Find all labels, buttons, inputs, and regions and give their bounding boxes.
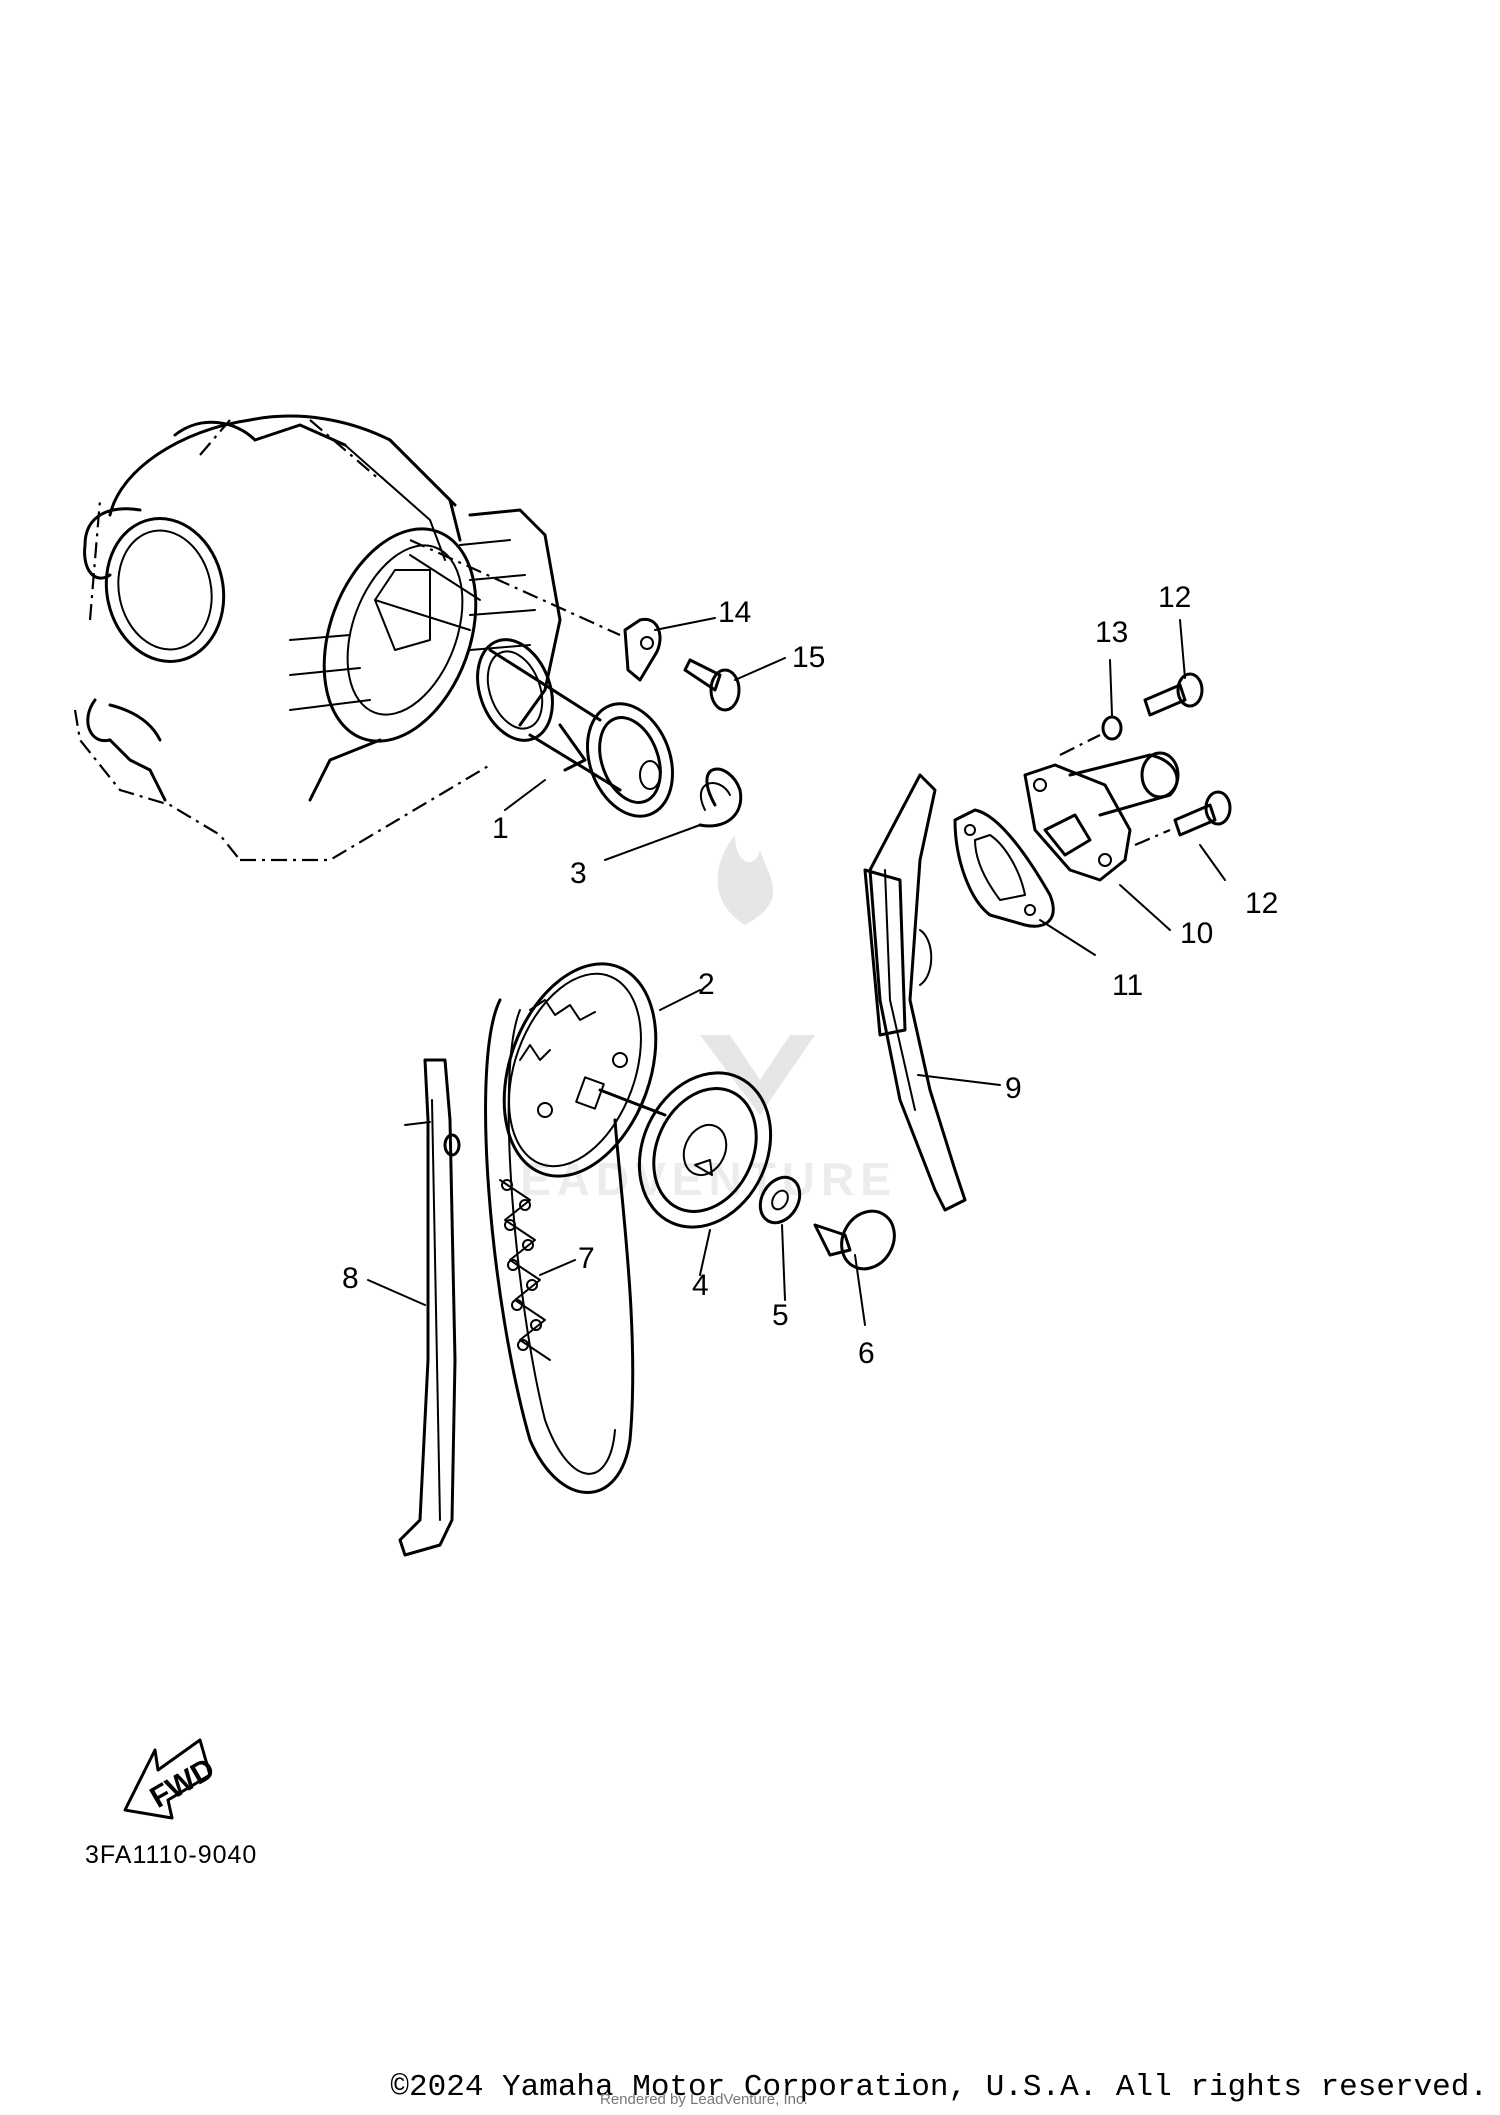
part-label-14: 14 (718, 596, 751, 629)
part-label-4: 4 (692, 1269, 709, 1302)
rendered-by-notice: Rendered by LeadVenture, Inc. (600, 2091, 808, 2108)
part-label-13: 13 (1095, 616, 1128, 649)
washer-and-bolt-drawing (758, 1175, 896, 1271)
copyright-notice: ©2024 Yamaha Motor Corporation, U.S.A. A… (390, 2070, 1488, 2105)
drawing-code: 3FA1110-9040 (85, 1841, 257, 1869)
part-label-8: 8 (342, 1262, 359, 1295)
part-label-7: 7 (578, 1242, 595, 1275)
part-label-2: 2 (698, 968, 715, 1001)
chain-guide-left-drawing (398, 1058, 461, 1557)
part-label-5: 5 (772, 1299, 789, 1332)
part-label-10: 10 (1180, 917, 1213, 950)
watermark-logo: EADVENTURE (520, 835, 891, 1205)
part-label-11: 11 (1112, 969, 1143, 1002)
part-label-15: 15 (792, 641, 825, 674)
part-label-6: 6 (858, 1337, 875, 1370)
leader-lines (367, 617, 1226, 1326)
cam-sprocket-drawing (502, 962, 658, 1178)
forward-arrow-icon: FWD (123, 1738, 220, 1820)
camshaft-drawing (476, 638, 675, 818)
part-label-12-right: 12 (1245, 887, 1278, 920)
tensioner-assembly-drawing (953, 672, 1232, 928)
cylinder-head-drawing (73, 414, 562, 862)
plate-and-bolt-drawing (409, 538, 741, 712)
part-label-12-top: 12 (1158, 581, 1191, 614)
circlip-drawing (698, 767, 743, 828)
chain-guide-right-drawing (863, 773, 967, 1212)
part-label-3: 3 (570, 857, 587, 890)
pulley-drawing (598, 1071, 773, 1229)
part-label-9: 9 (1005, 1072, 1022, 1105)
cam-chain-drawing (484, 998, 635, 1494)
part-label-1: 1 (492, 812, 509, 845)
